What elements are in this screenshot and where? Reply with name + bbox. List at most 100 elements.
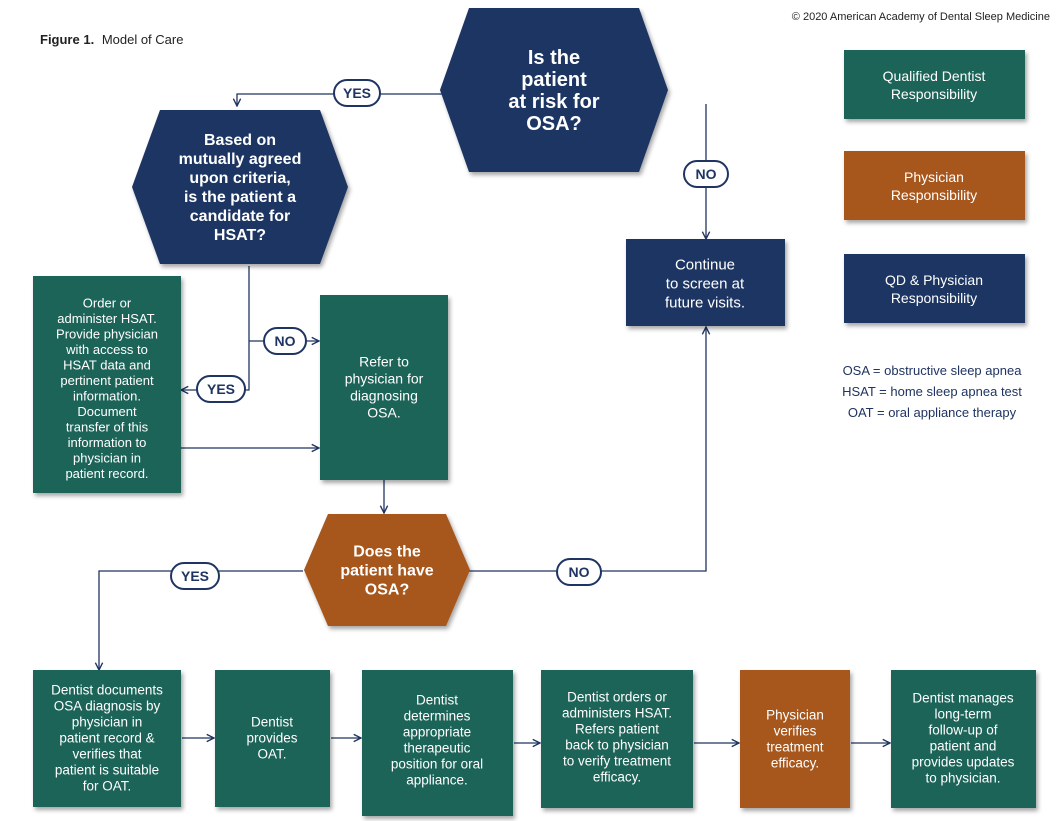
text-line: patient and bbox=[930, 739, 997, 754]
text-line: Is the bbox=[528, 47, 580, 69]
figure-caption: Figure 1. Model of Care bbox=[40, 32, 183, 47]
badge-no-hsat-text: NO bbox=[275, 333, 296, 349]
text-line: patient record & bbox=[59, 731, 154, 746]
text-line: treatment bbox=[766, 740, 823, 755]
text-line: HSAT? bbox=[214, 227, 266, 244]
text-line: follow-up of bbox=[928, 723, 997, 738]
badge-no-hsat: NO bbox=[263, 327, 307, 355]
text-line: Dentist bbox=[251, 715, 293, 730]
text-line: back to physician bbox=[565, 738, 669, 753]
badge-yes-hsat-text: YES bbox=[207, 381, 235, 397]
text-line: verifies that bbox=[72, 747, 141, 762]
text-line: appropriate bbox=[403, 725, 471, 740]
text-line: therapeutic bbox=[404, 741, 471, 756]
text-line: to screen at bbox=[666, 275, 745, 292]
text-line: long-term bbox=[934, 707, 991, 722]
text-line: at risk for bbox=[508, 91, 599, 113]
abbreviation-oat: OAT = oral appliance therapy bbox=[848, 405, 1017, 420]
text-line: HSAT data and bbox=[63, 357, 151, 372]
text-line: transfer of this bbox=[66, 419, 149, 434]
text-line: Dentist orders or bbox=[567, 690, 667, 705]
text-line: is the patient a bbox=[184, 189, 296, 206]
badge-yes-risk-text: YES bbox=[343, 85, 371, 101]
text-line: provides updates bbox=[912, 755, 1015, 770]
box-continue-screening-text: Continue to screen at future visits. bbox=[665, 256, 745, 311]
badge-yes-risk: YES bbox=[333, 79, 381, 107]
text-line: OSA diagnosis by bbox=[54, 699, 161, 714]
text-line: QD & Physician bbox=[885, 272, 983, 288]
box-continue-screening: Continue to screen at future visits. bbox=[626, 239, 785, 326]
text-line: Dentist bbox=[416, 693, 458, 708]
badge-no-osa-text: NO bbox=[569, 564, 590, 580]
badge-yes-osa-text: YES bbox=[181, 568, 209, 584]
text-line: Responsibility bbox=[891, 86, 977, 102]
text-line: determines bbox=[404, 709, 471, 724]
text-line: pertinent patient bbox=[60, 373, 154, 388]
text-line: Responsibility bbox=[891, 290, 977, 306]
text-line: information. bbox=[73, 388, 141, 403]
text-line: Refer to bbox=[359, 353, 409, 369]
text-line: efficacy. bbox=[593, 770, 641, 785]
text-line: Order or bbox=[83, 295, 132, 310]
text-line: physician in bbox=[73, 450, 141, 465]
text-line: efficacy. bbox=[771, 756, 819, 771]
text-line: with access to bbox=[65, 342, 148, 357]
text-line: appliance. bbox=[406, 773, 468, 788]
text-line: Physician bbox=[904, 169, 964, 185]
connector-osa-no-to-continue bbox=[469, 327, 706, 572]
text-line: Physician bbox=[766, 708, 824, 723]
text-line: diagnosing bbox=[350, 387, 418, 403]
badge-no-risk: NO bbox=[683, 160, 729, 188]
abbreviations: OSA = obstructive sleep apnea HSAT = hom… bbox=[842, 363, 1022, 420]
text-line: Refers patient bbox=[575, 722, 659, 737]
text-line: Qualified Dentist bbox=[883, 68, 986, 84]
text-line: Does the bbox=[353, 544, 421, 561]
text-line: Dentist manages bbox=[912, 691, 1014, 706]
text-line: verifies bbox=[774, 724, 817, 739]
badge-no-risk-text: NO bbox=[696, 166, 717, 182]
connectors bbox=[99, 93, 890, 743]
figure-title: Model of Care bbox=[102, 32, 184, 47]
text-line: Document bbox=[77, 404, 137, 419]
text-line: Responsibility bbox=[891, 187, 977, 203]
text-line: future visits. bbox=[665, 294, 745, 311]
text-line: OSA. bbox=[367, 404, 400, 420]
text-line: patient have bbox=[340, 563, 433, 580]
badge-no-osa: NO bbox=[556, 558, 602, 586]
text-line: for OAT. bbox=[83, 779, 132, 794]
figure-label: Figure 1. bbox=[40, 32, 94, 47]
text-line: OSA? bbox=[365, 582, 409, 599]
text-line: mutually agreed bbox=[179, 151, 302, 168]
text-line: physician in bbox=[72, 715, 143, 730]
text-line: Continue bbox=[675, 256, 735, 273]
text-line: patient is suitable bbox=[55, 763, 159, 778]
